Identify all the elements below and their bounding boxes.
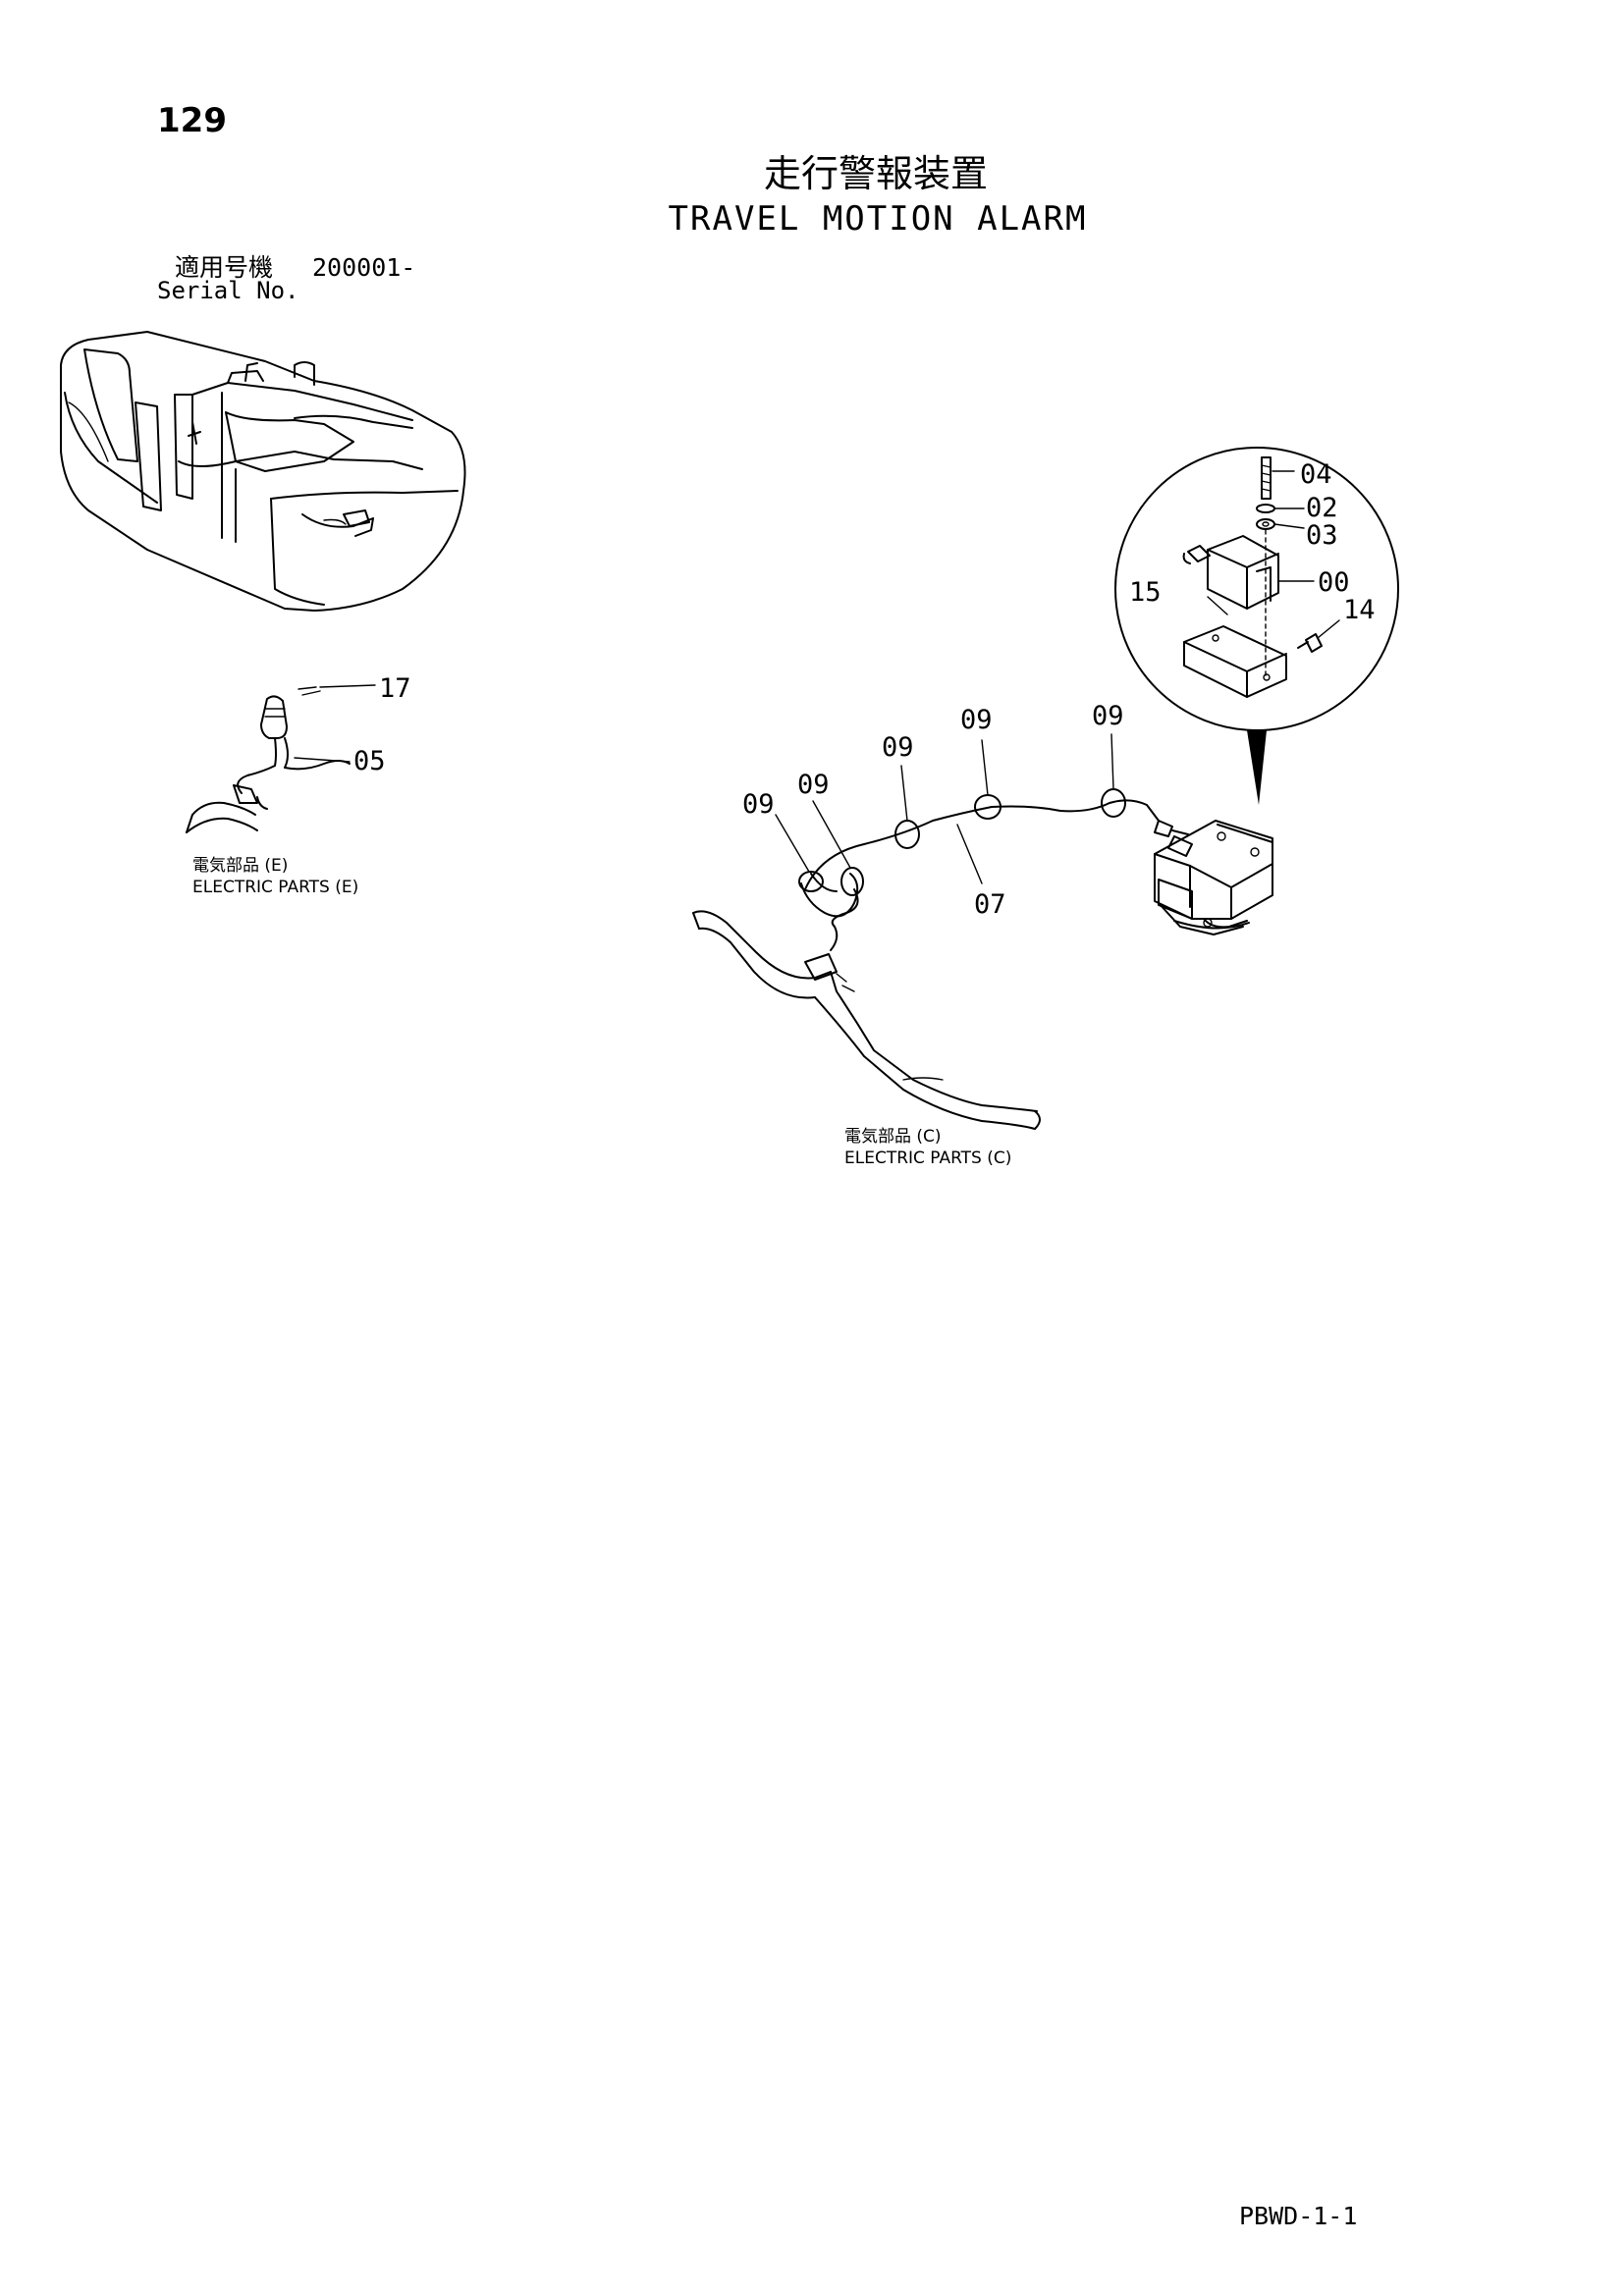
callout-03: 03 xyxy=(1306,520,1338,551)
callout-04: 04 xyxy=(1300,459,1332,490)
callout-14: 14 xyxy=(1343,595,1376,625)
callout-15: 15 xyxy=(1129,577,1162,608)
callout-09: 09 xyxy=(797,770,830,800)
excavator-overview-illustration xyxy=(60,331,466,612)
page-number: 129 xyxy=(157,101,227,140)
serial-range: 200001- xyxy=(312,253,416,282)
callout-17: 17 xyxy=(379,673,411,704)
serial-label-japanese: 適用号機 xyxy=(175,253,274,282)
alarm-harness-assembly xyxy=(775,733,1189,918)
callout-09: 09 xyxy=(742,789,775,820)
electric-parts-c-label-japanese: 電気部品 (C) xyxy=(844,1127,942,1147)
electric-parts-e-label-english: ELECTRIC PARTS (E) xyxy=(192,878,359,897)
serial-label-english: Serial No. xyxy=(157,277,299,304)
callout-07: 07 xyxy=(974,889,1006,920)
callout-05: 05 xyxy=(353,746,386,776)
callout-02: 02 xyxy=(1306,493,1338,523)
callout-09: 09 xyxy=(882,732,914,763)
callout-00: 00 xyxy=(1318,567,1350,598)
electric-parts-e-harness xyxy=(186,684,376,833)
callout-09: 09 xyxy=(1092,701,1124,731)
page-title-japanese: 走行警報装置 xyxy=(763,152,988,195)
page-title-english: TRAVEL MOTION ALARM xyxy=(668,199,1088,239)
travel-alarm-unit xyxy=(1154,820,1273,935)
detail-view-circle xyxy=(1114,447,1399,805)
drawing-code: PBWD-1-1 xyxy=(1239,2202,1358,2230)
electric-parts-c-label-english: ELECTRIC PARTS (C) xyxy=(844,1148,1012,1168)
callout-09: 09 xyxy=(960,705,993,735)
electric-parts-e-label-japanese: 電気部品 (E) xyxy=(192,856,289,876)
electric-parts-c-harness xyxy=(692,888,1041,1130)
